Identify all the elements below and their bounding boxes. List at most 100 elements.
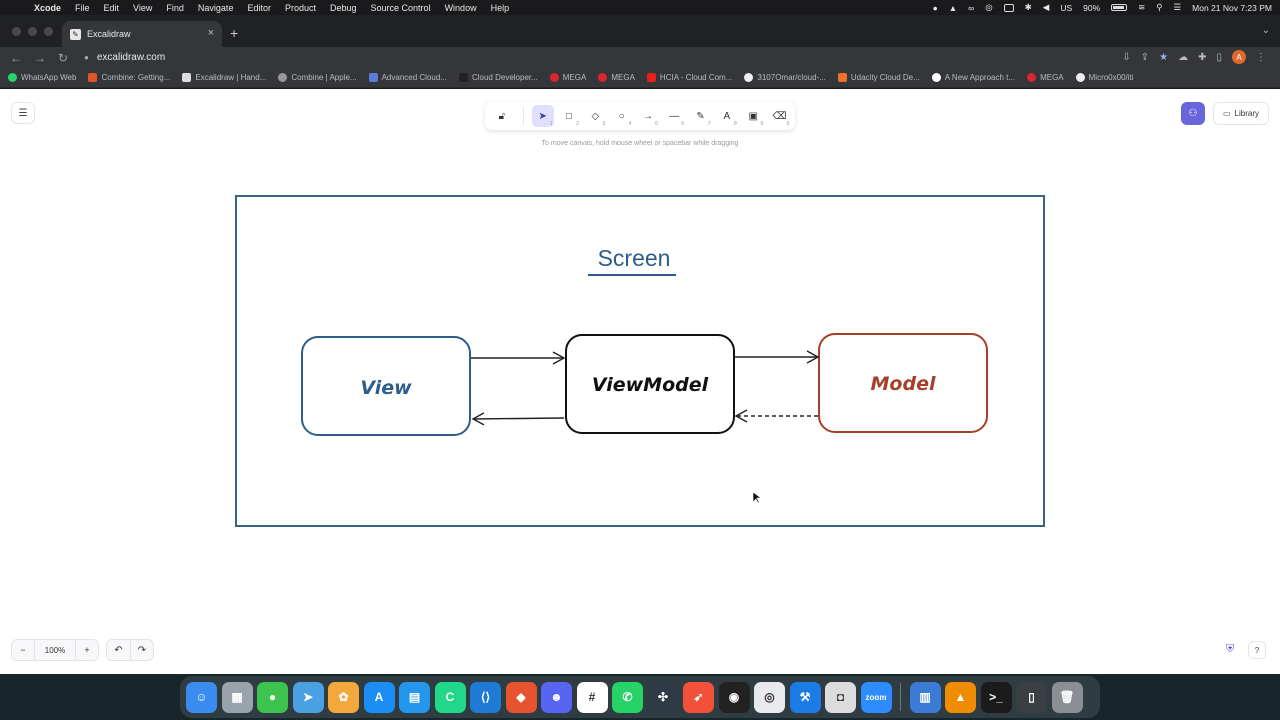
slack-icon[interactable]: # bbox=[576, 681, 608, 713]
downloads-icon[interactable]: ▯ bbox=[1016, 681, 1047, 713]
mvvm-diagram[interactable]: Screen View ViewModel Model bbox=[0, 89, 1280, 674]
viewmodel-to-view-arrow[interactable] bbox=[471, 412, 565, 426]
menu-product[interactable]: Product bbox=[284, 2, 316, 13]
menu-debug[interactable]: Debug bbox=[330, 2, 357, 13]
trash-icon[interactable]: 🗑 bbox=[1051, 681, 1083, 713]
docker-icon[interactable]: ▤ bbox=[399, 681, 430, 713]
menu-source-control[interactable]: Source Control bbox=[370, 2, 431, 13]
menu-file[interactable]: File bbox=[75, 2, 90, 13]
screen-title[interactable]: Screen bbox=[598, 245, 671, 271]
bookmark-item[interactable]: Micro0x00/iti bbox=[1075, 73, 1134, 82]
vlc-status-icon[interactable]: ▲ bbox=[948, 2, 958, 13]
menu-find[interactable]: Find bbox=[166, 2, 184, 13]
app-store-icon[interactable]: A bbox=[363, 681, 395, 713]
menu-edit[interactable]: Edit bbox=[103, 2, 120, 13]
address-bar[interactable]: ● excalidraw.com bbox=[84, 52, 165, 63]
swift-icon[interactable]: ➶ bbox=[683, 681, 714, 713]
selection-tool[interactable]: ➤1 bbox=[531, 105, 554, 127]
bookmark-item[interactable]: Combine | Apple... bbox=[278, 73, 357, 82]
eraser-tool[interactable]: ⌫0 bbox=[769, 105, 791, 128]
reload-icon[interactable]: ↻ bbox=[58, 50, 69, 65]
spotlight-search-icon[interactable]: ⚲ bbox=[1156, 2, 1163, 12]
viewmodel-box[interactable] bbox=[565, 334, 735, 434]
model-box[interactable] bbox=[818, 333, 988, 433]
viewmodel-label[interactable]: ViewModel bbox=[592, 374, 709, 396]
library-button[interactable]: ▭ Library bbox=[1213, 102, 1269, 125]
menu-navigate[interactable]: Navigate bbox=[197, 2, 234, 13]
bookmark-item[interactable]: 3107Omar/cloud-... bbox=[744, 73, 826, 82]
more-menu-icon[interactable]: ⋮ bbox=[1256, 51, 1266, 63]
bookmark-star-icon[interactable]: ★ bbox=[1159, 51, 1169, 63]
zoom-in-button[interactable]: + bbox=[84, 645, 90, 655]
whatsapp-icon[interactable]: ✆ bbox=[612, 681, 643, 713]
help-button[interactable]: ? bbox=[1248, 641, 1266, 659]
zoom-window-icon[interactable] bbox=[44, 27, 53, 36]
record-icon[interactable]: ● bbox=[932, 2, 938, 13]
bluetooth-icon[interactable]: ✱ bbox=[1024, 2, 1032, 12]
undo-button[interactable]: ↶ bbox=[107, 640, 130, 660]
bookmark-item[interactable]: Excalidraw | Hand... bbox=[182, 73, 266, 82]
figma-icon[interactable]: ◉ bbox=[718, 681, 750, 713]
volume-icon[interactable]: ◀ bbox=[1042, 2, 1050, 12]
menu-help[interactable]: Help bbox=[490, 2, 510, 13]
install-app-icon[interactable]: ⇩ bbox=[1122, 51, 1131, 63]
bookmark-item[interactable]: MEGA bbox=[549, 73, 586, 82]
url-text[interactable]: excalidraw.com bbox=[96, 52, 166, 63]
line-tool[interactable]: —6 bbox=[663, 105, 685, 128]
arrow-tool[interactable]: →5 bbox=[637, 105, 659, 128]
bookmark-item[interactable]: HCIA - Cloud Com... bbox=[646, 73, 732, 82]
view-box[interactable] bbox=[301, 336, 471, 436]
image-tool[interactable]: ▣9 bbox=[742, 105, 764, 128]
minimize-window-icon[interactable] bbox=[28, 27, 37, 36]
close-window-icon[interactable] bbox=[12, 27, 21, 36]
messages-icon[interactable]: ● bbox=[257, 681, 288, 713]
zoom-level[interactable]: 100% bbox=[34, 640, 76, 660]
control-center-icon[interactable]: ☰ bbox=[1173, 2, 1182, 12]
input-source-icon[interactable]: US bbox=[1060, 2, 1073, 13]
profile-avatar[interactable]: A bbox=[1232, 50, 1246, 64]
bookmark-item[interactable]: WhatsApp Web bbox=[8, 73, 76, 82]
tab-search-chevron-icon[interactable]: ⌄ bbox=[1261, 25, 1270, 36]
back-icon[interactable]: ← bbox=[10, 50, 22, 65]
git-app-icon[interactable]: ◆ bbox=[505, 681, 537, 713]
wifi-icon[interactable]: ≋ bbox=[1138, 2, 1146, 12]
vscode-icon[interactable]: ⟨⟩ bbox=[470, 681, 501, 713]
main-menu-button[interactable]: ☰ bbox=[11, 102, 35, 124]
redo-button[interactable]: ↷ bbox=[130, 640, 153, 660]
screen-frame[interactable] bbox=[235, 195, 1045, 527]
menu-window[interactable]: Window bbox=[444, 2, 477, 13]
menu-editor[interactable]: Editor bbox=[247, 2, 271, 13]
clion-icon[interactable]: C bbox=[434, 681, 466, 713]
battery-icon[interactable] bbox=[1111, 4, 1128, 11]
bookmark-item[interactable]: A New Approach t... bbox=[931, 73, 1015, 82]
rectangle-tool[interactable]: □2 bbox=[558, 105, 580, 128]
photos-icon[interactable]: ✿ bbox=[328, 681, 359, 713]
view-label[interactable]: View bbox=[360, 377, 412, 399]
side-panel-icon[interactable]: ▯ bbox=[1216, 51, 1222, 63]
menu-view[interactable]: View bbox=[133, 2, 153, 13]
encryption-shield-icon[interactable]: ⛨ bbox=[1226, 643, 1235, 655]
menu-app-name[interactable]: Xcode bbox=[34, 2, 62, 13]
extensions-puzzle-icon[interactable]: ✚ bbox=[1198, 51, 1207, 63]
xcode-icon[interactable]: ⚒ bbox=[789, 681, 821, 713]
new-tab-icon[interactable]: + bbox=[230, 25, 239, 41]
draw-tool[interactable]: ✎7 bbox=[690, 105, 712, 128]
ellipse-tool[interactable]: ○4 bbox=[611, 105, 633, 128]
close-tab-icon[interactable]: × bbox=[207, 27, 214, 39]
networking-icon[interactable]: ✣ bbox=[647, 681, 679, 713]
bookmark-item[interactable]: MEGA bbox=[1027, 73, 1064, 82]
finder-icon[interactable]: ☺ bbox=[186, 681, 217, 713]
cloud-sync-icon[interactable]: ◎ bbox=[985, 2, 993, 12]
diamond-tool[interactable]: ◇3 bbox=[584, 105, 606, 128]
tab-excalidraw[interactable]: ✎ Excalidraw × bbox=[62, 21, 222, 47]
bookmark-item[interactable]: Advanced Cloud... bbox=[368, 73, 447, 82]
screenshot-icon[interactable]: ◘ bbox=[825, 681, 856, 713]
live-collaboration-button[interactable]: ⚇ bbox=[1181, 102, 1205, 125]
menu-datetime[interactable]: Mon 21 Nov 7:23 PM bbox=[1192, 2, 1272, 13]
chrome-icon[interactable]: ◎ bbox=[754, 681, 785, 713]
zoom-out-button[interactable]: − bbox=[20, 645, 26, 655]
simulator-icon[interactable]: ▥ bbox=[909, 681, 941, 713]
lock-tool-button[interactable]: 🔓︎ bbox=[491, 105, 513, 127]
forward-icon[interactable]: → bbox=[34, 50, 46, 65]
model-label[interactable]: Model bbox=[871, 373, 936, 395]
